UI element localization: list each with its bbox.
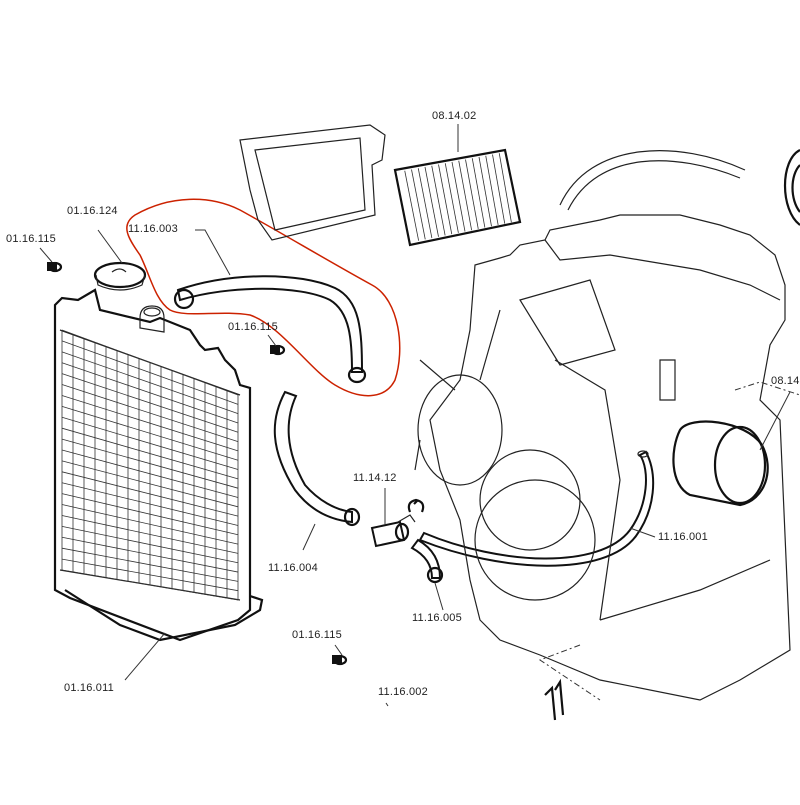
grid-line xyxy=(61,373,239,433)
pleat-line xyxy=(438,164,453,235)
grid-line xyxy=(61,536,239,573)
grid-line xyxy=(61,460,239,508)
radiator[interactable] xyxy=(53,288,264,642)
grid-line xyxy=(61,504,239,545)
part-label-bypass-hose: 11.16.005 xyxy=(412,612,462,624)
grid-line xyxy=(61,395,239,452)
grid-line xyxy=(61,438,239,489)
grid-line xyxy=(61,482,239,526)
fan-shroud[interactable] xyxy=(239,124,386,241)
breather-pipe[interactable] xyxy=(559,150,746,211)
radiator-core-grid xyxy=(61,329,239,601)
pleat-line xyxy=(485,155,499,226)
pleat-line xyxy=(478,156,492,227)
pleat-line xyxy=(458,160,473,231)
grid-line xyxy=(61,547,239,582)
heater-hose[interactable] xyxy=(418,450,655,567)
highlight-outline xyxy=(126,198,401,397)
hose-connector[interactable] xyxy=(370,514,416,548)
leader-lines xyxy=(39,124,791,707)
pulley-partial xyxy=(783,149,800,226)
part-label-heater-hose: 11.16.001 xyxy=(658,531,708,543)
bracket xyxy=(544,678,565,721)
part-label-oil-filter: 08.14 xyxy=(771,375,800,387)
grid-line xyxy=(61,558,239,592)
part-label-11-16-002: 11.16.002 xyxy=(378,686,428,698)
part-label-connector: 11.14.12 xyxy=(353,472,397,484)
part-label-cap: 01.16.124 xyxy=(67,205,118,217)
grid-line xyxy=(61,493,239,536)
pleat-line xyxy=(404,170,420,241)
grid-line xyxy=(61,351,239,415)
drain-plug-2[interactable] xyxy=(270,344,286,356)
grid-line xyxy=(61,515,239,554)
air-filter[interactable] xyxy=(393,148,522,247)
pleat-line xyxy=(431,165,446,236)
pleat-line xyxy=(417,168,433,239)
part-label-plug-3: 01.16.115 xyxy=(292,629,342,641)
radiator-cap[interactable] xyxy=(93,261,147,291)
part-label-upper-hose: 11.16.003 xyxy=(128,223,178,235)
grid-line xyxy=(61,525,239,564)
pleat-line xyxy=(444,163,459,233)
grid-line xyxy=(61,340,239,405)
cooling-fan[interactable] xyxy=(414,309,503,486)
drain-plug-1[interactable] xyxy=(47,261,63,273)
oil-filter[interactable] xyxy=(672,420,769,507)
part-label-plug-1: 01.16.115 xyxy=(6,233,56,245)
hose-clip[interactable] xyxy=(407,498,425,513)
filter-pleats xyxy=(404,153,512,241)
pleat-line xyxy=(492,154,506,224)
pleat-line xyxy=(465,159,479,229)
grid-line xyxy=(61,471,239,517)
grid-line xyxy=(61,329,239,396)
grid-line xyxy=(61,569,239,601)
pleat-line xyxy=(471,158,486,228)
grid-line xyxy=(61,384,239,442)
drain-plug-3[interactable] xyxy=(332,654,348,666)
part-label-air-filter: 08.14.02 xyxy=(432,110,477,122)
grid-line xyxy=(61,405,239,461)
engine-block xyxy=(429,214,791,701)
part-label-lower-hose: 11.16.004 xyxy=(268,562,318,574)
grid-line xyxy=(61,427,239,480)
grid-line xyxy=(61,449,239,498)
part-label-plug-2: 01.16.115 xyxy=(228,321,278,333)
upper-hose[interactable] xyxy=(173,275,367,384)
part-label-radiator: 01.16.011 xyxy=(64,682,114,694)
pleat-line xyxy=(498,153,512,223)
lower-hose[interactable] xyxy=(273,390,361,527)
bypass-hose[interactable] xyxy=(410,538,444,584)
pleat-line xyxy=(411,169,426,240)
pleat-line xyxy=(451,161,466,232)
pleat-line xyxy=(424,166,439,237)
dashed-leader-bracket xyxy=(538,644,601,701)
grid-line xyxy=(61,362,239,424)
grid-line xyxy=(61,416,239,470)
